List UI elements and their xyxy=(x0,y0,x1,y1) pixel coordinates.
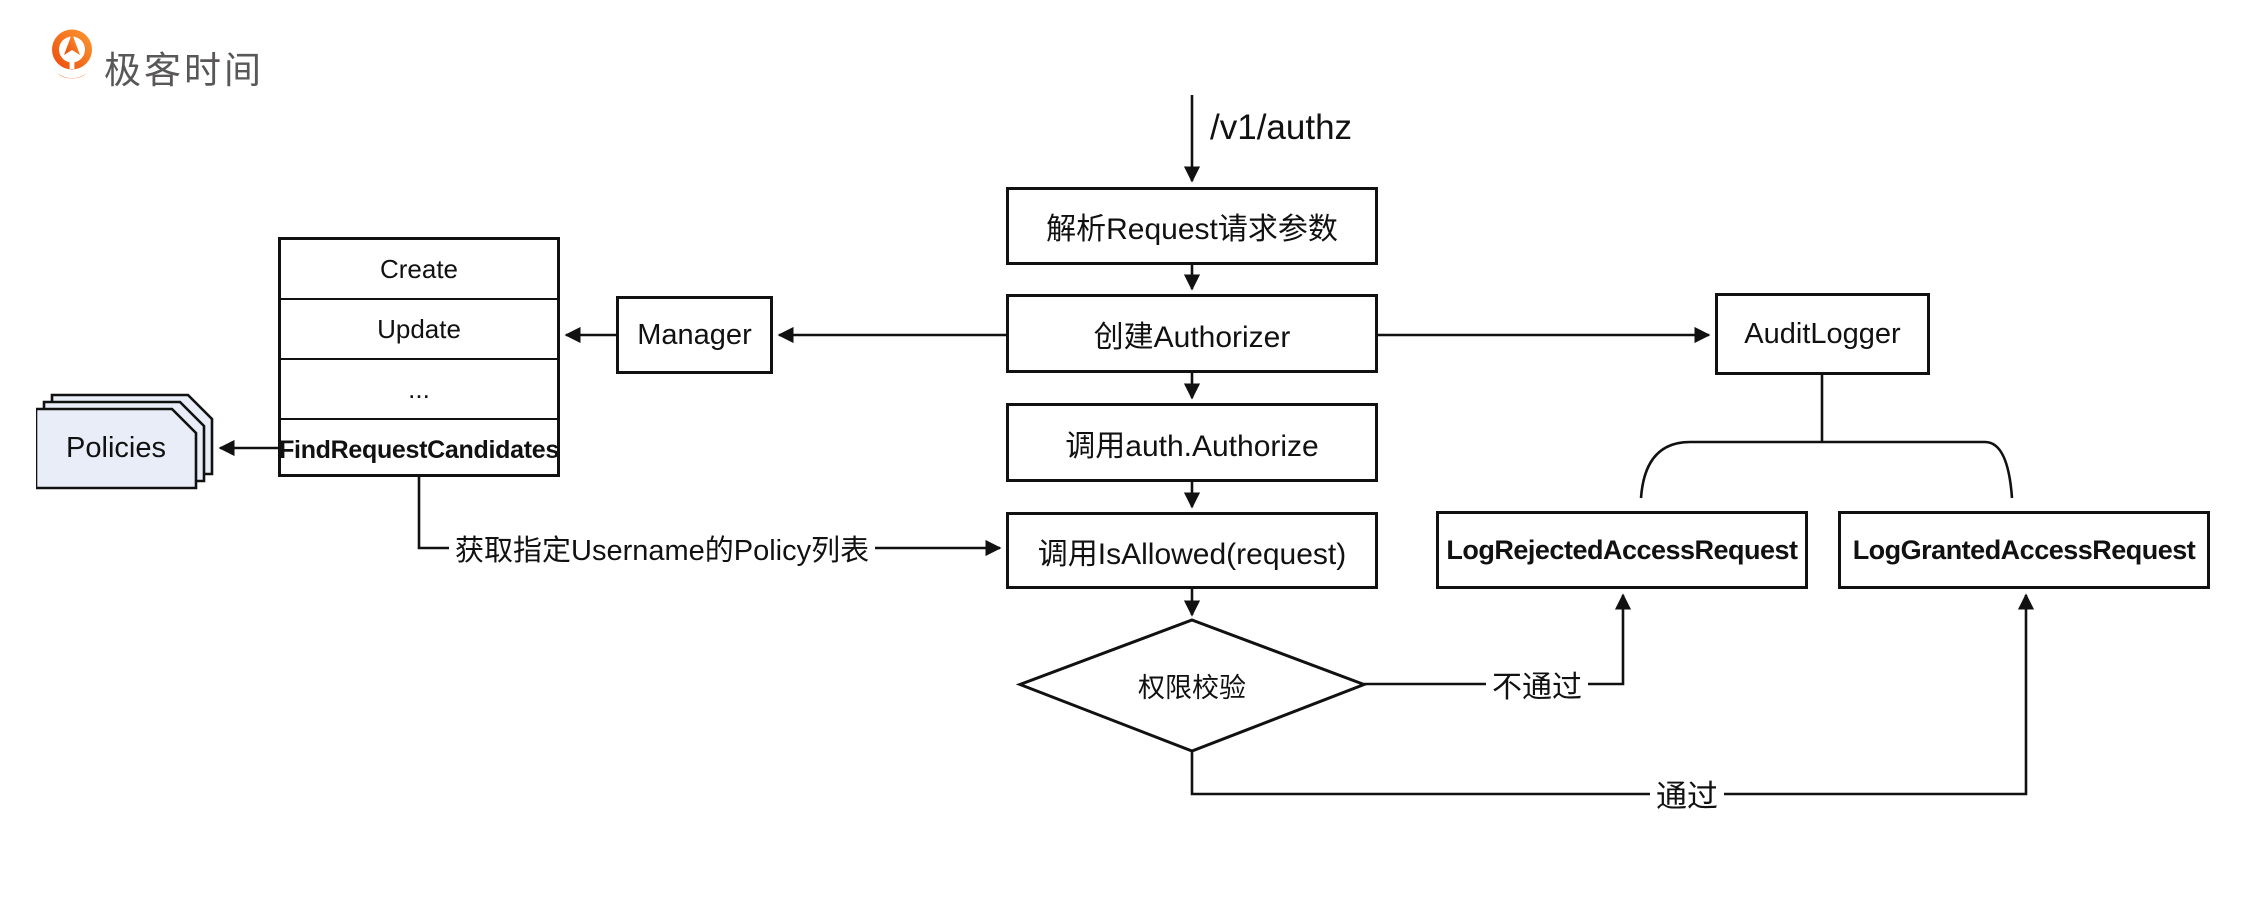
table-row-ellipsis: ... xyxy=(281,360,557,420)
table-row-create: Create xyxy=(281,240,557,300)
policies-card-front xyxy=(36,407,198,490)
table-row-findrequestcandidates: FindRequestCandidates xyxy=(279,435,559,464)
audit-logger-node: AuditLogger xyxy=(1715,293,1930,375)
decision-diamond xyxy=(1015,618,1369,753)
call-authorize-node: 调用auth.Authorize xyxy=(1006,403,1378,482)
log-granted-node: LogGrantedAccessRequest xyxy=(1838,511,2210,589)
pass-edge-label: 通过 xyxy=(1650,774,1724,814)
geektime-logo-icon xyxy=(52,29,92,79)
call-isallowed-node: 调用IsAllowed(request) xyxy=(1006,512,1378,589)
reject-edge-label: 不通过 xyxy=(1486,665,1588,704)
edge-reject-path xyxy=(1364,593,1632,686)
edge-auditlogger-fork xyxy=(1639,440,2014,499)
edge-pass-path xyxy=(1190,593,2035,796)
decision-label: 权限校验 xyxy=(1138,672,1246,703)
table-row-update: Update xyxy=(281,300,557,360)
policies-stack-icon xyxy=(36,393,214,490)
manager-method-table: Create Update ... FindRequestCandidates xyxy=(278,237,560,477)
policies-node: Policies xyxy=(66,432,166,464)
log-rejected-node: LogRejectedAccessRequest xyxy=(1436,511,1808,589)
fetch-policies-edge-label: 获取指定Username的Policy列表 xyxy=(449,529,876,567)
entry-endpoint-label: /v1/authz xyxy=(1210,108,1353,147)
brand-wordmark: 极客时间 xyxy=(104,50,264,91)
parse-request-node: 解析Request请求参数 xyxy=(1006,187,1378,265)
create-authorizer-node: 创建Authorizer xyxy=(1006,294,1378,373)
manager-node: Manager xyxy=(616,296,773,374)
